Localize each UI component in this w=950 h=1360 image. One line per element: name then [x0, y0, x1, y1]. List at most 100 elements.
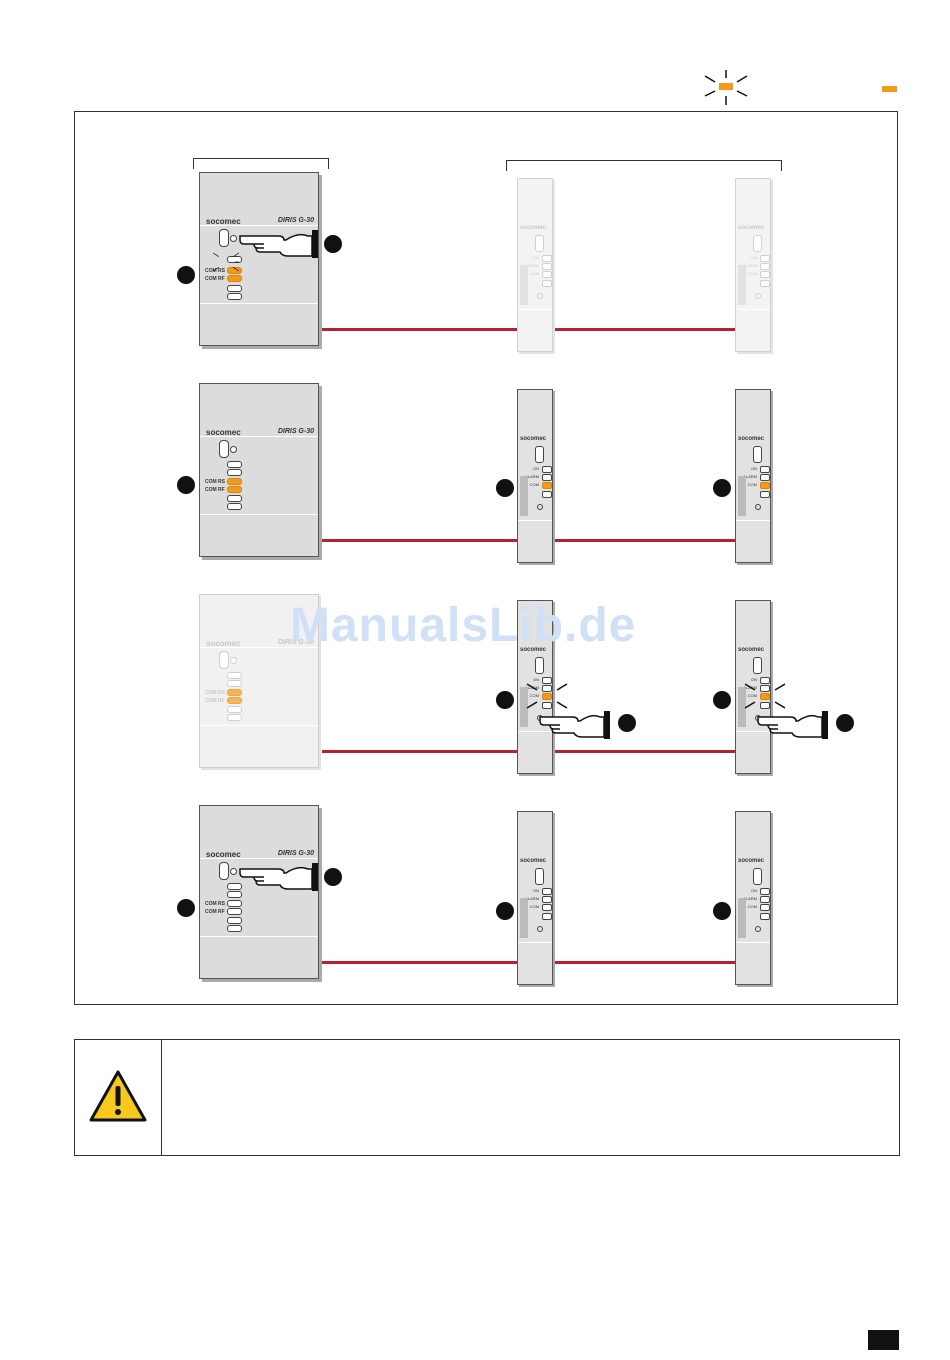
led	[227, 503, 242, 510]
slave-led-com	[760, 693, 770, 700]
pairing-button[interactable]	[219, 229, 229, 247]
device-brand: socomec	[206, 217, 241, 226]
slave-led-label: ON	[533, 255, 539, 260]
slave-led-label: ON	[751, 888, 757, 893]
slave-led-label: ALARM	[525, 896, 539, 901]
slave-led-com	[542, 904, 552, 911]
pairing-button[interactable]	[219, 651, 229, 669]
pressing-hand-icon	[239, 863, 318, 891]
device-brand: socomec	[520, 436, 547, 442]
slave-side-label	[520, 265, 528, 305]
slave-button[interactable]	[753, 657, 762, 674]
master-bracket	[193, 158, 329, 169]
led-label-com-rs: COM RS	[205, 268, 225, 274]
step-marker	[836, 714, 854, 732]
slave-led-pulse	[542, 913, 552, 920]
slave-device: socomec ON ALARM COM	[517, 178, 553, 352]
diris-g30-device: socomec DIRIS G-30 COM RS COM RF	[199, 805, 319, 979]
slave-led-label: COM	[529, 482, 539, 487]
slave-led-alarm	[760, 474, 770, 481]
step-marker	[496, 691, 514, 709]
slave-side-label	[520, 898, 528, 938]
device-brand: socomec	[206, 428, 241, 437]
slave-button[interactable]	[535, 235, 544, 252]
status-dot	[230, 657, 237, 664]
led-label-com-rf: COM RF	[205, 276, 225, 282]
step-marker	[177, 266, 195, 284]
slave-led-com	[760, 271, 770, 278]
slave-led-label: ON	[533, 888, 539, 893]
status-dot	[537, 504, 543, 510]
slave-device: socomec ON ALARM COM	[517, 811, 553, 985]
slave-button[interactable]	[753, 235, 762, 252]
watermark: ManualsLib.de	[290, 599, 637, 652]
led-label-com-rs: COM RS	[205, 901, 225, 907]
slave-led-label: COM	[747, 904, 757, 909]
slave-led-label: ALARM	[743, 263, 757, 268]
slave-led-com	[542, 482, 552, 489]
device-brand: socomec	[520, 647, 547, 653]
device-model: DIRIS G-30	[277, 217, 314, 224]
slave-led-label: ON	[751, 255, 757, 260]
slave-led-label: ON	[533, 677, 539, 682]
slave-led-label: ALARM	[743, 474, 757, 479]
led	[227, 891, 242, 898]
led-com-rs	[227, 900, 242, 907]
blinking-rays-icon	[744, 683, 786, 709]
slave-led-pulse	[760, 491, 770, 498]
step-marker	[177, 899, 195, 917]
slave-led-label: ALARM	[525, 263, 539, 268]
slave-device: socomec ON ALARM COM	[735, 811, 771, 985]
pairing-button[interactable]	[219, 862, 229, 880]
pressing-hand-icon	[757, 711, 828, 739]
led	[227, 469, 242, 476]
led-com-rs	[227, 478, 242, 485]
slave-led-alarm	[542, 896, 552, 903]
led-com-rf	[227, 908, 242, 915]
status-dot	[755, 504, 761, 510]
led-label-com-rf: COM RF	[205, 698, 225, 704]
slave-device: socomec ON ALARM COM	[735, 178, 771, 352]
slave-button[interactable]	[753, 868, 762, 885]
led	[227, 256, 242, 263]
slave-led-pulse	[542, 280, 552, 287]
diris-g30-device: socomec DIRIS G-30 COM RS COM RF	[199, 172, 319, 346]
device-model: DIRIS G-30	[277, 639, 314, 646]
slave-button[interactable]	[535, 657, 544, 674]
slave-led-pulse	[760, 913, 770, 920]
led	[227, 714, 242, 721]
slave-button[interactable]	[535, 446, 544, 463]
slave-led-com	[542, 271, 552, 278]
slave-led-pulse	[760, 280, 770, 287]
device-brand: socomec	[520, 225, 547, 231]
slave-button[interactable]	[753, 446, 762, 463]
slave-led-on	[760, 255, 770, 262]
slave-led-on	[760, 677, 770, 684]
slave-led-on	[542, 255, 552, 262]
slave-led-label: COM	[747, 482, 757, 487]
pressing-hand-icon	[239, 230, 318, 258]
led-com-rf	[227, 486, 242, 493]
slave-led-label: COM	[747, 693, 757, 698]
led-on-legend-icon	[882, 86, 897, 92]
slave-led-label: ON	[751, 677, 757, 682]
step-marker	[324, 235, 342, 253]
pairing-button[interactable]	[219, 440, 229, 458]
device-brand: socomec	[520, 858, 547, 864]
device-brand: socomec	[738, 436, 765, 442]
slave-led-label: COM	[529, 693, 539, 698]
status-dot	[230, 868, 237, 875]
slave-led-alarm	[542, 263, 552, 270]
slave-device: socomec ON ALARM COM	[517, 389, 553, 563]
slave-led-label: COM	[529, 271, 539, 276]
slave-side-label	[738, 898, 746, 938]
led-label-com-rf: COM RF	[205, 487, 225, 493]
slave-button[interactable]	[535, 868, 544, 885]
slave-led-alarm	[760, 896, 770, 903]
slave-led-on	[760, 466, 770, 473]
blinking-rays-icon	[212, 252, 240, 272]
step-marker	[496, 479, 514, 497]
device-brand: socomec	[206, 639, 241, 648]
slave-led-label: ALARM	[743, 896, 757, 901]
warning-box	[74, 1039, 900, 1156]
